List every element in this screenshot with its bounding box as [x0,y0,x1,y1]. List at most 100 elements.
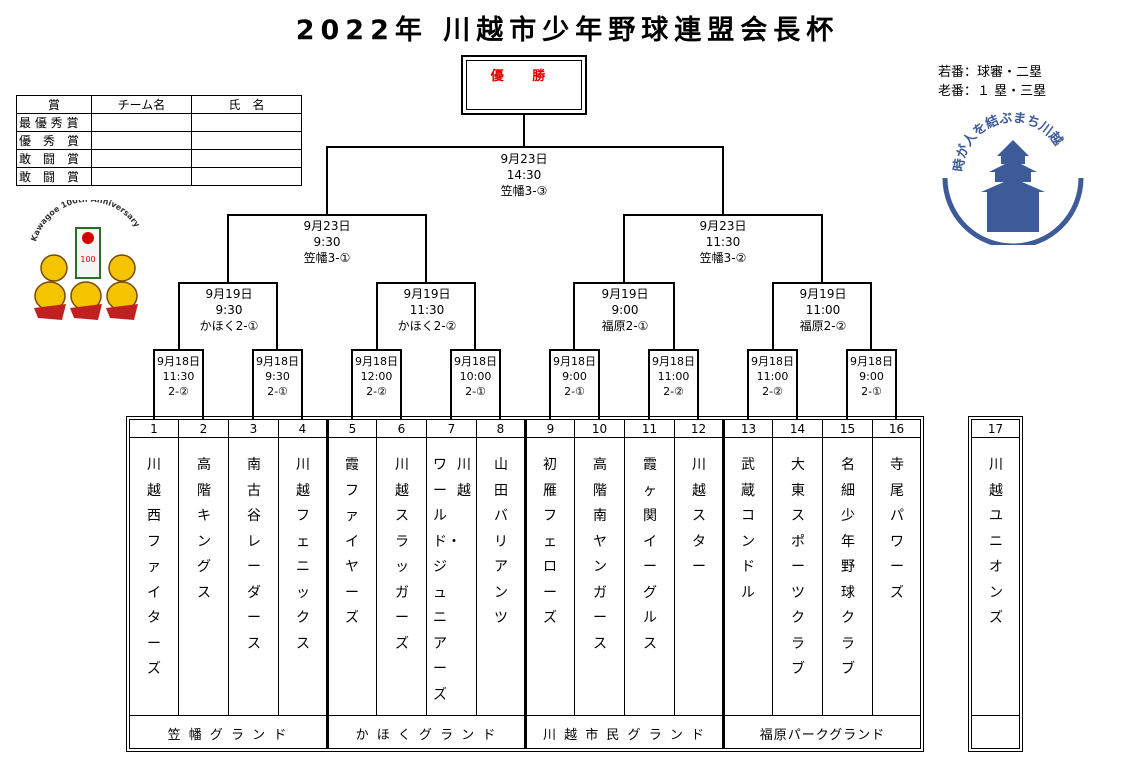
round1-match-5-time: 9:00 [562,370,587,383]
round1-match-3-info: 9月18日 12:00 2-② [351,354,402,399]
semi-1-date: 9月23日 [303,219,351,233]
round1-match-1-date: 9月18日 [157,355,200,368]
quarter-4-date: 9月19日 [799,287,847,301]
round1-match-8-info: 9月18日 9:00 2-① [846,354,897,399]
team-number: 4 [298,422,307,436]
round1-match-2-time: 9:30 [265,370,290,383]
round1-match-1-info: 9月18日 11:30 2-② [153,354,204,399]
venue-city-ground: 川 越 市 民 グ ラ ン ド [543,728,706,743]
team-number: 15 [839,422,856,436]
award-fighting-1: 敢 闘 賞 [16,149,92,168]
round1-match-2-venue: 2-① [267,385,288,398]
team-number: 1 [150,422,158,436]
round1-match-6-venue: 2-② [663,385,684,398]
umpire-note-even: 若番：球審・二塁 [938,65,1043,80]
team-name: 初雁フェローズ [543,457,557,626]
winner-label: 優 勝 [466,60,582,110]
round1-match-4-venue: 2-① [465,385,486,398]
quarter-2-venue: かほく2-② [397,319,457,333]
quarter-4-venue: 福原2-② [799,319,847,333]
team-name: 霞ファイヤーズ [345,457,359,626]
semi-1-info: 9月23日 9:30 笠幡3-① [277,218,377,266]
quarter-2-time: 11:30 [409,303,445,317]
quarter-4-time: 11:00 [805,303,841,317]
final-venue: 笠幡3-③ [500,184,548,198]
awards-header-name: 氏 名 [191,95,302,114]
round1-match-3-venue: 2-② [366,385,387,398]
award-mvp: 最 優 秀 賞 [16,113,92,132]
venue-kasahata: 笠 幡 グ ラ ン ド [167,728,289,743]
round1-match-8-venue: 2-① [861,385,882,398]
team-17-frame [968,416,1023,752]
team-name: 川越ユニオンズ [989,457,1003,626]
round1-match-6-date: 9月18日 [652,355,695,368]
final-time: 14:30 [506,168,542,182]
round1-match-5-date: 9月18日 [553,355,596,368]
umpire-note-odd: 老番：１ 塁・三塁 [938,84,1047,99]
team-name: 川越フェニックス [296,457,310,652]
round1-match-5-venue: 2-① [564,385,585,398]
team-number: 11 [641,422,658,436]
quarter-1-date: 9月19日 [205,287,253,301]
quarter-1-info: 9月19日 9:30 かほく2-① [179,286,279,334]
quarter-1-time: 9:30 [215,303,243,317]
round1-match-7-time: 11:00 [756,370,789,383]
team-name: 川越西ファイターズ [147,457,161,677]
round1-match-1-venue: 2-② [168,385,189,398]
team-name: 武蔵コンドル [741,457,755,601]
award-excellent: 優 秀 賞 [16,131,92,150]
round1-match-2-info: 9月18日 9:30 2-① [252,354,303,399]
team-number: 8 [496,422,505,436]
semi-1-venue: 笠幡3-① [303,251,351,265]
round1-match-7-date: 9月18日 [751,355,794,368]
team-name: 山田バリアンツ [494,457,508,626]
final-match-info: 9月23日 14:30 笠幡3-③ [474,151,574,199]
semi-2-time: 11:30 [705,235,741,249]
semi-2-info: 9月23日 11:30 笠幡3-② [673,218,773,266]
team-name: 大東スポーツクラブ [791,457,805,677]
winner-box: 優 勝 [461,55,587,115]
round1-match-1-time: 11:30 [162,370,195,383]
award-fighting-2: 敢 闘 賞 [16,167,92,186]
svg-text:100: 100 [80,255,95,264]
round1-match-8-time: 9:00 [859,370,884,383]
team-number: 17 [987,422,1004,436]
semi-2-date: 9月23日 [699,219,747,233]
final-date: 9月23日 [500,152,548,166]
team-name: 川越スラッガーズ [395,457,409,652]
anniversary-mascot-logo: Kawagoe 100th Anniversary 100 [29,200,142,320]
team-grid [126,416,924,752]
team-name: 高階南ヤンガース [593,457,607,652]
team-number: 10 [591,422,608,436]
round1-match-4-date: 9月18日 [454,355,497,368]
awards-table: 賞 チーム名 氏 名 最 優 秀 賞 優 秀 賞 敢 闘 賞 敢 闘 賞 [16,95,302,186]
quarter-1-venue: かほく2-① [199,319,259,333]
team-number: 7 [447,422,456,436]
city-logo: 時が人を結ぶまち川越 [942,111,1084,245]
team-name: 霞ヶ関イーグルス [643,457,657,652]
team-name: 川越スター [692,457,706,575]
quarter-3-time: 9:00 [611,303,639,317]
quarter-3-venue: 福原2-① [601,319,649,333]
round1-match-6-info: 9月18日 11:00 2-② [648,354,699,399]
team-name-line2: ワールド・ジュニアーズ [433,457,461,703]
venue-fukuhara-park: 福原パークグランド [759,728,886,743]
round1-match-2-date: 9月18日 [256,355,299,368]
round1-match-3-date: 9月18日 [355,355,398,368]
semi-1-time: 9:30 [313,235,341,249]
round1-match-3-time: 12:00 [360,370,393,383]
quarter-2-info: 9月19日 11:30 かほく2-② [377,286,477,334]
semi-2-venue: 笠幡3-② [699,251,747,265]
team-name: 川越 [457,457,471,499]
round1-match-8-date: 9月18日 [850,355,893,368]
team-name: 南古谷レーダース [247,457,261,652]
quarter-4-info: 9月19日 11:00 福原2-② [773,286,873,334]
team-name: 寺尾パワーズ [890,457,904,601]
team-number: 13 [740,422,757,436]
round1-match-4-time: 10:00 [459,370,492,383]
team-name: 名細少年野球クラブ [841,457,855,677]
quarter-3-info: 9月19日 9:00 福原2-① [575,286,675,334]
team-number: 5 [348,422,357,436]
team-number: 3 [249,422,258,436]
quarter-2-date: 9月19日 [403,287,451,301]
